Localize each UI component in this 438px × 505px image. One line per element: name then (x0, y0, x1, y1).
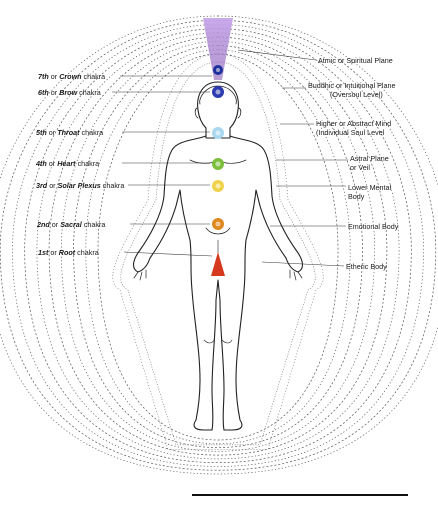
chakra-or: or (50, 72, 58, 81)
chakra-suffix: chakra (81, 128, 104, 137)
aura-layer (73, 45, 363, 448)
aura-layer (36, 32, 400, 460)
bottom-rule (192, 494, 408, 496)
plane-line1: Higher or Abstract Mind (316, 119, 392, 128)
leader-line (261, 261, 345, 267)
inner-aura-outline (120, 61, 316, 446)
chakra-or: or (48, 159, 56, 168)
chakra-name: Sacral (60, 220, 82, 229)
aura-layer (60, 40, 376, 452)
aura-layer (0, 15, 438, 475)
chakra-mark-core (215, 67, 221, 73)
aura-layer (48, 36, 388, 456)
chakra-suffix: chakra (79, 88, 101, 97)
chakra-suffix: chakra (83, 72, 106, 81)
leader-line (237, 49, 317, 61)
chakra-suffix: chakra (83, 220, 106, 229)
chakra-name: Brow (59, 88, 78, 97)
label-chakra-heart: 4th or Heart chakra (36, 159, 99, 168)
leader-line (123, 251, 213, 257)
chakra-name: Heart (57, 159, 76, 168)
label-plane-etheric: Etheric Body (346, 262, 387, 271)
label-chakra-sacral: 2nd or Sacral chakra (37, 220, 105, 229)
leader-lines (112, 49, 348, 267)
chakra-or: or (49, 181, 56, 190)
chakra-ordinal: 3rd (36, 181, 48, 190)
label-plane-lower-mental: Lower Mental Body (348, 183, 392, 201)
plane-line1: Buddhic or Intuitional Plane (308, 81, 396, 90)
chakra-mark-core (215, 183, 221, 189)
aura-layer (0, 19, 437, 471)
label-chakra-throat: 5th or Throat chakra (36, 128, 103, 137)
plane-line1: Astral Plane (350, 154, 389, 163)
label-chakra-crown: 7th or Crown chakra (38, 72, 105, 81)
chakra-ordinal: 1st (38, 248, 49, 257)
chakra-suffix: chakra (102, 181, 125, 190)
aura-layer (12, 24, 424, 467)
chakra-suffix: chakra (77, 159, 100, 168)
aura-layer (24, 28, 412, 464)
chakra-mark-core (215, 161, 221, 167)
chakra-name: Crown (59, 72, 82, 81)
inner-aura-outline (112, 53, 324, 450)
aura-layers (0, 15, 438, 475)
chakra-ordinal: 2nd (37, 220, 50, 229)
plane-line2: (Oversoul Level) (330, 89, 383, 99)
chakra-mark-core (215, 130, 221, 136)
label-chakra-solar-plexus: 3rd or Solar Plexus chakra (36, 181, 124, 190)
chakra-name: Solar Plexus (57, 181, 101, 190)
chakra-ordinal: 7th (38, 72, 49, 81)
figure-body (132, 135, 304, 431)
chakra-or: or (51, 220, 59, 229)
crown-light-beam (203, 18, 233, 80)
chakra-or: or (50, 248, 57, 257)
label-plane-buddhic: Buddhic or Intuitional Plane (Oversoul L… (308, 81, 396, 99)
plane-line2: or Veil (350, 162, 370, 172)
chakra-or: or (50, 88, 58, 97)
aura-layer (97, 53, 339, 441)
plane-line1: Etheric Body (346, 262, 387, 271)
chakra-mark-core (215, 89, 221, 95)
human-figure (132, 81, 304, 431)
chakra-ordinal: 6th (38, 88, 49, 97)
label-plane-higher-mind: Higher or Abstract Mind (Individual Soul… (316, 119, 392, 137)
chakra-suffix: chakra (77, 248, 99, 257)
plane-line1: Emotional Body (348, 222, 399, 231)
label-plane-atmic: Atmic or Spiritual Plane (318, 56, 393, 65)
plane-line2: (Individual Soul Level (316, 127, 385, 137)
plane-line2: Body (348, 191, 365, 201)
chakra-name: Root (58, 248, 76, 257)
chakra-mark-root (211, 252, 225, 276)
label-chakra-root: 1st or Root chakra (38, 248, 99, 257)
label-plane-astral: Astral Plane or Veil (350, 154, 389, 172)
chakra-marks (211, 65, 225, 276)
chakra-ordinal: 4th (36, 159, 47, 168)
label-chakra-brow: 6th or Brow chakra (38, 88, 101, 97)
chakra-mark-core (215, 221, 221, 227)
plane-line1: Atmic or Spiritual Plane (318, 56, 393, 65)
label-plane-emotional: Emotional Body (348, 222, 398, 231)
chakra-ordinal: 5th (36, 128, 47, 137)
plane-line1: Lower Mental (348, 183, 392, 192)
chakra-or: or (48, 128, 56, 137)
chakra-name: Throat (57, 128, 80, 137)
